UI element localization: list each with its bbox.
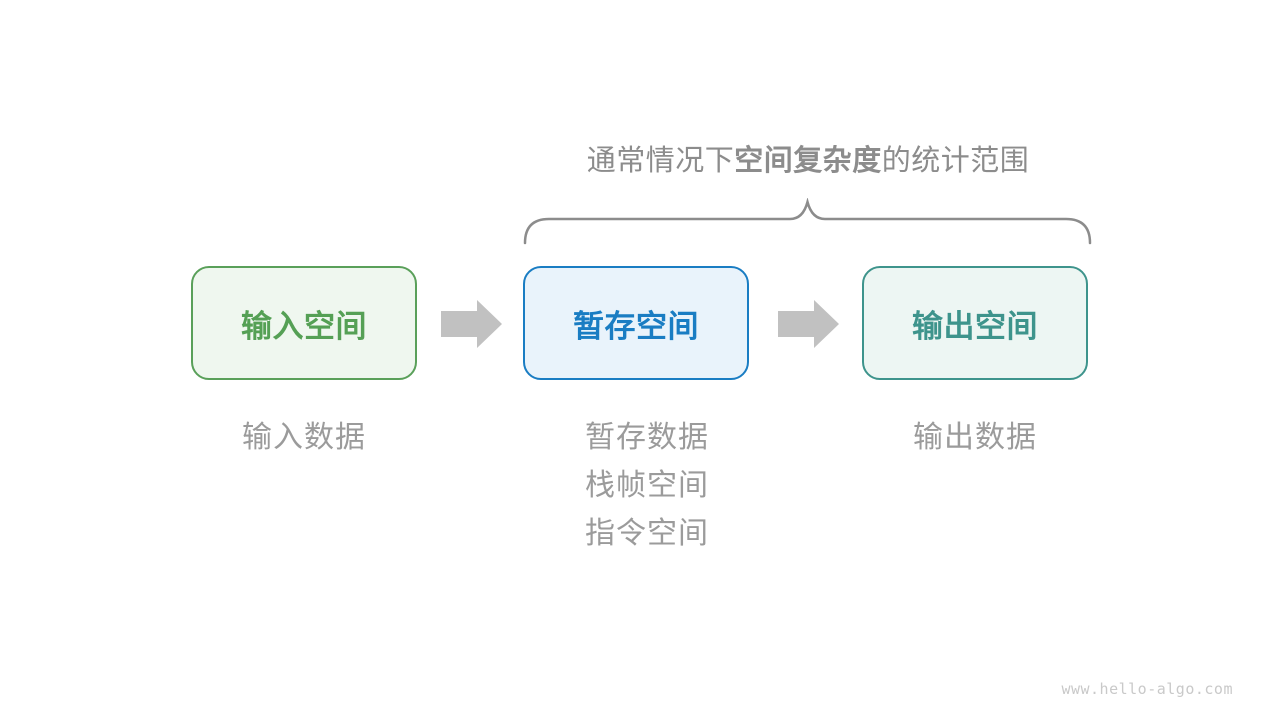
- output-space-box: 输出空间: [862, 266, 1088, 380]
- caption-output-data: 输出数据: [913, 421, 1037, 454]
- output-space-label: 输出空间: [912, 308, 1038, 344]
- caption-temp-column: 暂存数据 栈帧空间 指令空间: [585, 423, 709, 567]
- diagram-title: 通常情况下空间复杂度的统计范围: [408, 144, 1208, 178]
- watermark: www.hello-algo.com: [1061, 680, 1233, 698]
- caption-input-data: 输入数据: [242, 421, 366, 454]
- arrow-right-icon: [441, 300, 502, 348]
- title-term-bold: 空间复杂度: [734, 145, 882, 177]
- temp-space-label: 暂存空间: [573, 308, 699, 344]
- title-prefix: 通常情况下: [586, 145, 735, 177]
- temp-space-box: 暂存空间: [523, 266, 749, 380]
- input-space-label: 输入空间: [241, 308, 367, 344]
- brace-icon: [523, 198, 1092, 245]
- arrow-right-icon: [778, 300, 839, 348]
- caption-temp-data: 暂存数据: [585, 421, 709, 454]
- caption-instruction-space: 指令空间: [585, 517, 709, 550]
- input-space-box: 输入空间: [191, 266, 417, 380]
- brace-path: [523, 198, 1092, 245]
- title-suffix: 的统计范围: [881, 145, 1030, 177]
- caption-stack-frame-space: 栈帧空间: [585, 469, 709, 502]
